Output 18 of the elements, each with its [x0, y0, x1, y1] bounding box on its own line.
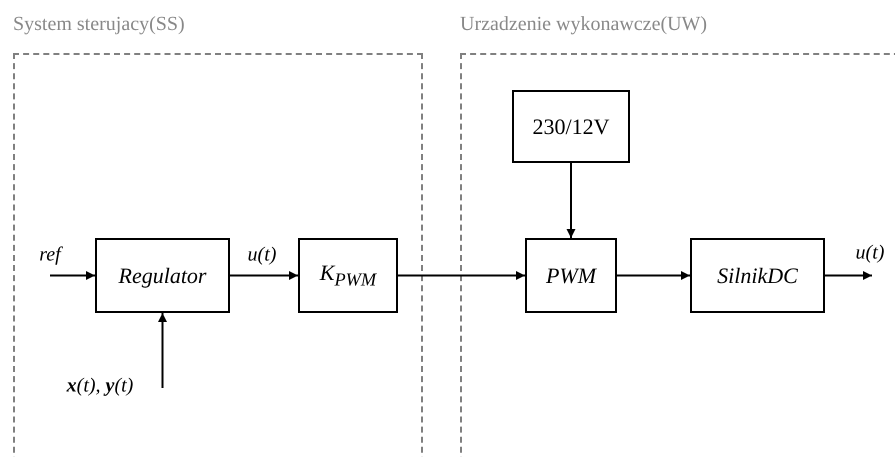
- arrow: [825, 271, 872, 280]
- edge-label: u(t): [246, 244, 278, 266]
- group-title: Urzadzenie wykonawcze(UW): [460, 13, 708, 36]
- process-block: Regulator: [95, 238, 230, 313]
- arrow: [158, 313, 167, 388]
- group-title: System sterujacy(SS): [13, 13, 185, 36]
- arrow: [617, 271, 690, 280]
- arrow: [566, 163, 576, 238]
- process-block: K$_{PWM}$: [298, 238, 398, 313]
- arrow: [230, 271, 298, 280]
- process-block: PWM: [525, 238, 617, 313]
- edge-label: ref: [37, 244, 63, 266]
- process-block: SilnikDC: [690, 238, 825, 313]
- edge-label: x(t), y(t): [64, 374, 136, 398]
- process-block: 230/12V: [512, 90, 630, 163]
- arrow: [398, 271, 525, 280]
- edge-label: u(t): [854, 242, 886, 264]
- arrow: [50, 271, 95, 280]
